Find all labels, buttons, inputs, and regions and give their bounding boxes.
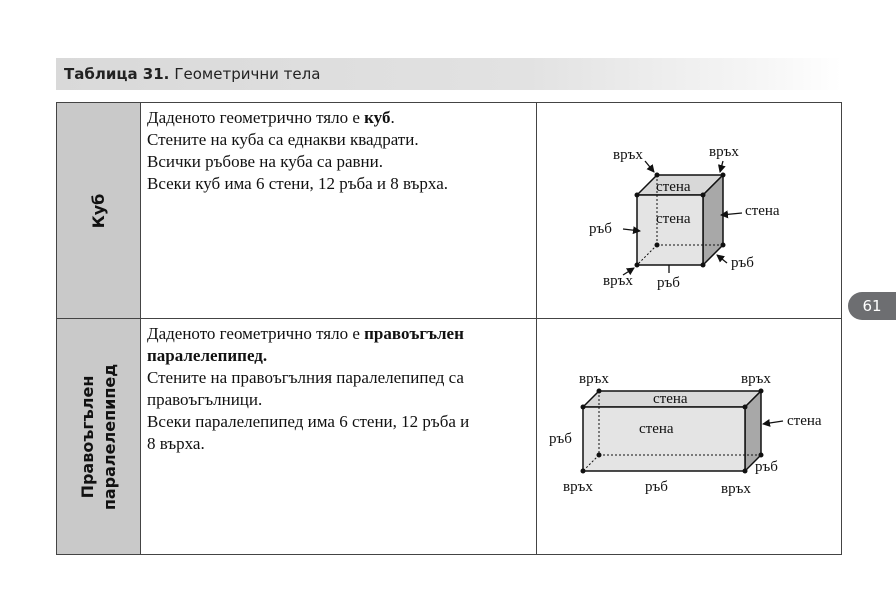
caption-title: Геометрични тела	[174, 65, 321, 83]
caption-number: Таблица 31.	[64, 65, 170, 83]
table-row: Правоъгълен паралелепипед Даденото геоме…	[56, 318, 842, 555]
cube-diagram: връх връх стена стена стена ръб ръб връх…	[589, 144, 780, 291]
page-number-tab: 61	[848, 292, 896, 320]
figure-cell: връх връх стена стена стена ръб ръб връх…	[536, 318, 842, 555]
table-row: Куб Даденото геометрично тяло е куб. Сте…	[56, 102, 842, 319]
label-face: стена	[745, 203, 780, 219]
description-line: Всеки паралелепипед има 6 стени, 12 ръба…	[147, 412, 470, 431]
parallelepiped-diagram: връх връх стена стена стена ръб ръб връх…	[549, 371, 822, 497]
label-face: стена	[653, 391, 688, 407]
description-line: Стените на куба са еднакви квадрати.	[147, 130, 419, 149]
description-cell: Даденото геометрично тяло е куб. Стените…	[140, 102, 537, 319]
label-edge: ръб	[645, 479, 668, 495]
figure-cell: връх връх стена стена стена ръб ръб връх…	[536, 102, 842, 319]
geometric-bodies-table: Куб Даденото геометрично тяло е куб. Сте…	[56, 102, 842, 555]
label-vertex: връх	[709, 144, 739, 160]
label-face: стена	[656, 211, 691, 227]
label-vertex: връх	[741, 371, 771, 387]
description-line: Даденото геометрично тяло е правоъгълен	[147, 324, 464, 343]
label-edge: ръб	[657, 275, 680, 291]
row-label-cube: Куб	[88, 193, 108, 228]
label-vertex: връх	[613, 147, 643, 163]
label-edge: ръб	[755, 459, 778, 475]
box-front-face	[582, 406, 746, 472]
label-face: стена	[787, 413, 822, 429]
label-edge: ръб	[549, 431, 572, 447]
description-line: паралелепипед.	[147, 346, 268, 365]
description-line: Всеки куб има 6 стени, 12 ръба и 8 върха…	[147, 174, 448, 193]
table-caption: Таблица 31. Геометрични тела	[56, 58, 842, 90]
label-face: стена	[639, 421, 674, 437]
row-label-cell: Правоъгълен паралелепипед	[56, 318, 141, 555]
label-face: стена	[656, 179, 691, 195]
label-edge: ръб	[589, 221, 612, 237]
description-line: Стените на правоъгълния паралелепипед са	[147, 368, 464, 387]
row-label-parallelepiped: Правоъгълен паралелепипед	[77, 363, 119, 510]
description-line: 8 върха.	[147, 434, 205, 453]
description-cell: Даденото геометрично тяло е правоъгълен …	[140, 318, 537, 555]
label-edge: ръб	[731, 255, 754, 271]
description-line: правоъгълници.	[147, 390, 263, 409]
label-vertex: връх	[721, 481, 751, 497]
label-vertex: връх	[579, 371, 609, 387]
label-vertex: връх	[563, 479, 593, 495]
row-label-cell: Куб	[56, 102, 141, 319]
label-vertex: връх	[603, 273, 633, 289]
description-line: Даденото геометрично тяло е куб.	[147, 108, 395, 127]
description-line: Всички ръбове на куба са равни.	[147, 152, 383, 171]
